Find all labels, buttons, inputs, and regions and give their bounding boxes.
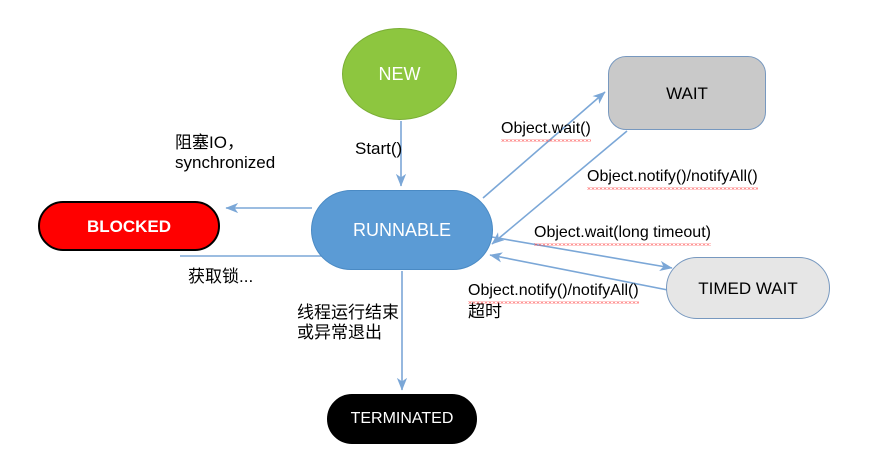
edge-label-start-text: Start() bbox=[355, 139, 403, 158]
edge-label-runnable-to-blocked: 阻塞IO， synchronized bbox=[175, 133, 275, 173]
edge-label-object-notify-text: Object.notify()/notifyAll() bbox=[587, 168, 758, 190]
node-new[interactable]: NEW bbox=[342, 28, 457, 120]
node-timed-wait[interactable]: TIMED WAIT bbox=[666, 257, 830, 319]
node-runnable-label: RUNNABLE bbox=[352, 220, 452, 240]
node-terminated-label: TERMINATED bbox=[350, 410, 454, 427]
edge-label-blocked-to-runnable: 获取锁... bbox=[188, 267, 253, 287]
edge-label-terminated-line2: 或异常退出 bbox=[297, 323, 382, 343]
edge-label-new-to-runnable: Start() bbox=[355, 139, 402, 159]
node-new-label: NEW bbox=[378, 64, 421, 84]
node-blocked[interactable]: BLOCKED bbox=[38, 201, 220, 251]
edge-label-runnable-to-timed-wait: Object.wait(long timeout) bbox=[534, 224, 711, 246]
node-runnable[interactable]: RUNNABLE bbox=[311, 190, 493, 270]
edge-label-timed-notify-line1: Object.notify()/notifyAll() bbox=[468, 282, 639, 304]
edge-label-timed-notify-line2: 超时 bbox=[468, 301, 502, 321]
edge-label-runnable-to-terminated: 线程运行结束 或异常退出 bbox=[297, 303, 399, 343]
edge-wait-to-runnable bbox=[491, 130, 628, 245]
node-terminated[interactable]: TERMINATED bbox=[327, 394, 477, 444]
edge-label-wait-to-runnable: Object.notify()/notifyAll() bbox=[587, 168, 758, 190]
node-blocked-label: BLOCKED bbox=[86, 216, 172, 236]
node-wait[interactable]: WAIT bbox=[608, 56, 766, 130]
edge-label-blocked-line2: synchronized bbox=[175, 153, 276, 173]
node-timed-wait-label: TIMED WAIT bbox=[698, 278, 798, 298]
edge-label-runnable-to-wait: Object.wait() bbox=[501, 120, 591, 142]
edge-label-terminated-line1: 线程运行结束 bbox=[297, 303, 399, 322]
edge-label-object-wait-text: Object.wait() bbox=[501, 120, 591, 142]
node-wait-label: WAIT bbox=[666, 83, 708, 103]
edge-label-object-wait-timeout-text: Object.wait(long timeout) bbox=[534, 224, 711, 246]
edge-runnable-to-timed-wait bbox=[491, 236, 673, 271]
edge-runnable-to-wait bbox=[482, 91, 606, 199]
edge-timed-wait-to-runnable bbox=[489, 252, 679, 293]
edge-label-timed-wait-to-runnable: Object.notify()/notifyAll() 超时 bbox=[468, 282, 639, 322]
edge-label-blocked-line1: 阻塞IO， bbox=[175, 133, 244, 152]
edge-label-acquire-lock-text: 获取锁... bbox=[188, 267, 254, 286]
